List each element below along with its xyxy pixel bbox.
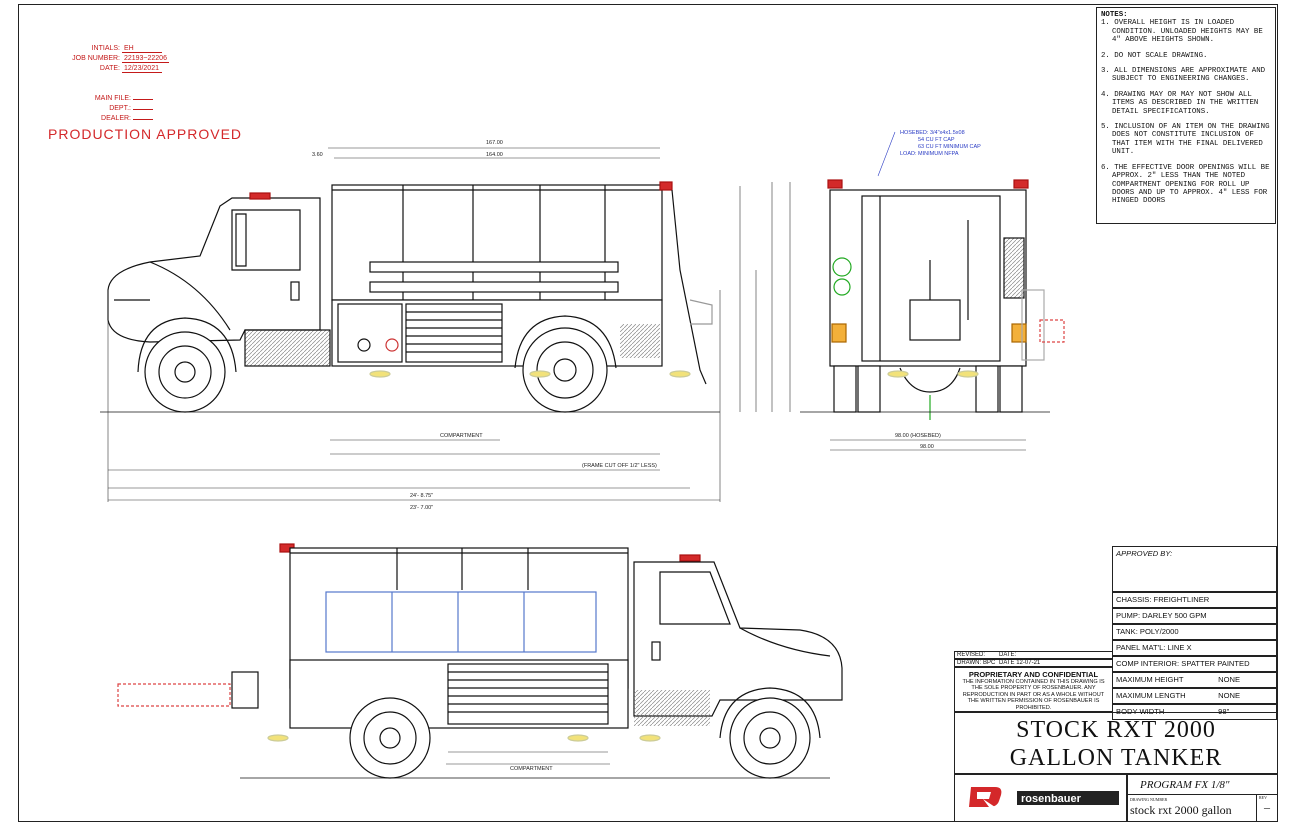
dim-overall-2: 23'- 7.00" [410, 505, 433, 511]
comp-interior-row: COMP INTERIOR: SPATTER PAINTED [1112, 656, 1277, 672]
note-item: 6. THE EFFECTIVE DOOR OPENINGS WILL BE A… [1101, 163, 1270, 206]
drawing-sheet-border [18, 4, 1278, 822]
max-height-label: MAXIMUM HEIGHT [1116, 675, 1184, 684]
rear-view-dimensions [771, 131, 1026, 451]
max-height-value: NONE [1218, 675, 1241, 684]
initials-label: INTIALS: [91, 45, 120, 52]
revised-label: REVISED: [957, 652, 986, 658]
dim-overall-1: 24'- 8.75" [410, 493, 433, 499]
rear-view-text: 98.00 (HOSEBED) 98.00 HOSEBED: 3/4"x4x1.… [895, 130, 981, 450]
panel-row: PANEL MAT'L: LINE X [1112, 640, 1277, 656]
max-height-row: MAXIMUM HEIGHT NONE [1112, 672, 1277, 688]
note-item: 3. ALL DIMENSIONS ARE APPROXIMATE AND SU… [1101, 67, 1266, 84]
chassis-row: CHASSIS: FREIGHTLINER [1112, 592, 1277, 608]
hosebed-note-1: HOSEBED: 3/4"x4x1.5x08 [900, 130, 965, 136]
main-file-label: MAIN FILE: [94, 95, 131, 102]
revised-row: REVISED: DATE: [954, 651, 1113, 659]
confidential-text: THE INFORMATION CONTAINED IN THIS DRAWIN… [962, 679, 1105, 711]
drawing-number-label: DRAWING NUMBER [1130, 797, 1168, 802]
dept-label: DEPT.: [109, 105, 131, 112]
rear-view [800, 179, 1065, 420]
main-file-value [132, 99, 153, 100]
dim-compartment: COMPARTMENT [440, 433, 483, 439]
rev-value: – [1264, 800, 1270, 814]
officer-compartment-label: COMPARTMENT [510, 766, 553, 772]
note-item: 2. DO NOT SCALE DRAWING. [1101, 51, 1208, 60]
max-length-value: NONE [1218, 691, 1241, 700]
approval-stamp-block: INTIALS: EH JOB NUMBER: 22193~22206 DATE… [48, 40, 248, 150]
hosebed-note-4: LOAD: MINIMUM NFPA [900, 151, 959, 157]
pump-row: PUMP: DARLEY 500 GPM [1112, 608, 1277, 624]
drawing-number: stock rxt 2000 gallon [1130, 803, 1232, 817]
notes-block: NOTES: 1. OVERALL HEIGHT IS IN LOADED CO… [1096, 7, 1276, 224]
drawn-value: BPC [983, 660, 996, 666]
drawn-row: DRAWN: BPC DATE 12-07-21 [954, 659, 1113, 667]
confidential-block: PROPRIETARY AND CONFIDENTIAL THE INFORMA… [954, 667, 1113, 712]
dealer-label: DEALER: [101, 115, 131, 122]
revised-date-label: DATE: [999, 652, 1017, 658]
dealer-value [132, 119, 153, 120]
note-item: 5. INCLUSION OF AN ITEM ON THE DRAWING D… [1101, 123, 1270, 157]
program-block: PROGRAM FX 1/8" DRAWING NUMBER stock rxt… [1127, 774, 1278, 822]
officer-view-dimensions [446, 751, 610, 765]
approved-by-cell: APPROVED BY: [1112, 546, 1277, 592]
job-number-label: JOB NUMBER: [72, 55, 120, 62]
logo-wordmark: rosenbauer [1021, 793, 1082, 805]
rear-width: 98.00 [920, 444, 934, 450]
title-line-1: STOCK RXT 2000 [1016, 717, 1216, 743]
body-width-value: 98" [1218, 707, 1230, 716]
rear-width-hosebed: 98.00 (HOSEBED) [895, 433, 941, 439]
program-text: PROGRAM FX 1/8" [1128, 775, 1277, 795]
rev-label: REV [1259, 795, 1267, 800]
hosebed-note-2: 54 CU FT CAP [918, 137, 955, 143]
dept-value [132, 109, 153, 110]
side-view-driver [100, 181, 720, 413]
date-label: DATE: [99, 65, 120, 72]
rosenbauer-logo: rosenbauer [969, 787, 1119, 807]
body-width-label: BODY WIDTH [1116, 707, 1165, 716]
date-value: 12/23/2021 [121, 65, 162, 73]
side-view-dimensions [107, 147, 757, 502]
initials-value: EH [121, 45, 162, 53]
confidential-title: PROPRIETARY AND CONFIDENTIAL [968, 670, 1099, 679]
note-item: 4. DRAWING MAY OR MAY NOT SHOW ALL ITEMS… [1101, 90, 1259, 116]
drawn-label: DRAWN: [957, 660, 982, 666]
dim-167: 167.00 [486, 140, 503, 146]
title-line-2: GALLON TANKER [1009, 745, 1223, 771]
title-block: STOCK RXT 2000 GALLON TANKER [954, 712, 1278, 774]
dim-frame-cut: (FRAME CUT OFF 1/2" LESS) [582, 463, 657, 469]
rev-cell: REV – [1256, 795, 1277, 821]
notes-list: 1. OVERALL HEIGHT IS IN LOADED CONDITION… [1101, 19, 1271, 205]
side-view-dimension-text: 167.00 164.00 3.60 COMPARTMENT (FRAME CU… [312, 140, 657, 511]
job-number-value: 22193~22206 [121, 55, 169, 63]
dim-164: 164.00 [486, 152, 503, 158]
approved-by-label: APPROVED BY: [1116, 549, 1173, 558]
max-length-label: MAXIMUM LENGTH [1116, 691, 1186, 700]
logo-block: rosenbauer [954, 774, 1127, 822]
drawn-date: DATE 12-07-21 [999, 660, 1041, 666]
dim-3: 3.60 [312, 152, 323, 158]
max-length-row: MAXIMUM LENGTH NONE [1112, 688, 1277, 704]
production-approved-stamp: PRODUCTION APPROVED [48, 126, 243, 142]
note-item: 1. OVERALL HEIGHT IS IN LOADED CONDITION… [1101, 19, 1263, 45]
notes-heading: NOTES: [1101, 11, 1128, 19]
tank-row: TANK: POLY/2000 [1112, 624, 1277, 640]
hosebed-note-3: 63 CU FT MINIMUM CAP [918, 144, 981, 150]
side-view-officer [117, 543, 843, 779]
